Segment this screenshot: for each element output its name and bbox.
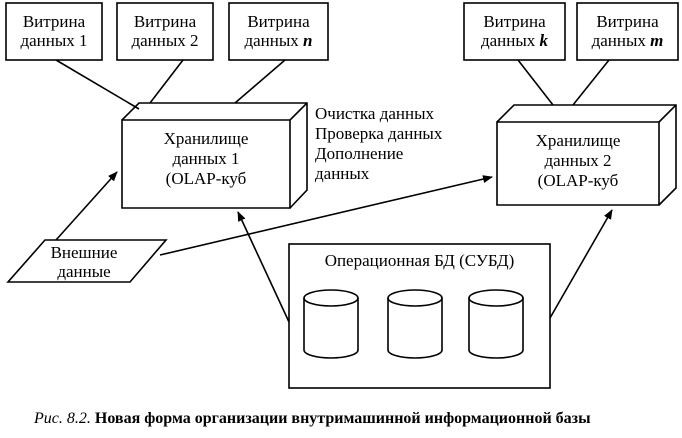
mart-box-n [228, 2, 329, 61]
mart-label-1: Витрина данных 1 [6, 12, 102, 50]
mart-box-2 [116, 2, 214, 61]
mart-label-n-line2: данных n [229, 31, 328, 50]
mart-label-k-line2: данных k [464, 31, 565, 50]
mart-label-2-line1: Витрина [133, 12, 197, 31]
warehouse-1-box [121, 102, 308, 209]
mart-label-k-var: k [539, 31, 549, 50]
mart-label-n: Витрина данных n [229, 12, 328, 50]
mart-label-m-line1: Витрина [596, 12, 659, 31]
mart-label-1-line1: Витрина [22, 12, 86, 31]
warehouse-2-line3: (OLAP-куб [537, 171, 619, 190]
mart-label-n-line1: Витрина [247, 12, 310, 31]
warehouse-1-line3: (OLAP-куб [165, 169, 247, 188]
figure-caption: Рис. 8.2. Новая форма организации внутри… [34, 410, 591, 428]
processing-line-3: Дополнение [315, 144, 404, 163]
warehouse-2-box [496, 104, 677, 206]
db-cylinder-1 [303, 289, 359, 359]
mart-label-2-var: 2 [190, 31, 199, 50]
mart-label-k: Витрина данных k [464, 12, 565, 50]
mart-box-m [576, 2, 679, 61]
warehouse-2-label: Хранилище данных 2 (OLAP-куб [497, 131, 659, 191]
arrow-opdb-to-wh2 [549, 209, 613, 319]
external-data-shape [6, 239, 168, 283]
figure-title: Новая форма организации внутримашинной и… [94, 410, 591, 427]
external-data-line2: данные [57, 262, 111, 281]
mart-label-1-var: 1 [79, 31, 88, 50]
mart-box-k [463, 2, 566, 61]
warehouse-1-label: Хранилище данных 1 (OLAP-куб [122, 129, 290, 189]
mart-box-1 [5, 2, 103, 61]
warehouse-1-line2: данных 1 [172, 149, 240, 168]
mart-label-1-line2: данных 1 [6, 31, 102, 50]
warehouse-2-line2: данных 2 [544, 151, 612, 170]
processing-line-4: данных [315, 164, 370, 183]
mart-label-2: Витрина данных 2 [117, 12, 213, 50]
figure-number: Рис. 8.2. [34, 410, 91, 427]
link-martm-wh2 [572, 59, 610, 106]
link-martn-wh1 [234, 59, 286, 104]
mart-label-m-prefix: данных [591, 31, 651, 50]
arrow-external-to-wh2 [159, 175, 493, 256]
mart-label-m: Витрина данных m [577, 12, 678, 50]
mart-label-m-line2: данных m [577, 31, 678, 50]
mart-label-2-prefix: данных [131, 31, 191, 50]
db-cylinder-3 [468, 289, 524, 359]
mart-label-k-line1: Витрина [483, 12, 546, 31]
external-data-label: Внешние данные [30, 243, 138, 281]
mart-label-m-var: m [650, 31, 664, 50]
link-martk-wh2 [517, 59, 554, 106]
processing-text: Очистка данных Проверка данных Дополнени… [315, 104, 442, 184]
operational-db-box [288, 243, 551, 389]
mart-label-n-prefix: данных [244, 31, 304, 50]
mart-label-n-var: n [303, 31, 313, 50]
arrow-external-to-wh1 [55, 171, 118, 241]
processing-line-1: Очистка данных [315, 104, 435, 123]
db-cylinder-2 [387, 289, 443, 359]
mart-label-k-prefix: данных [480, 31, 540, 50]
mart-label-1-prefix: данных [20, 31, 80, 50]
mart-label-2-line2: данных 2 [117, 31, 213, 50]
link-mart1-wh1 [55, 59, 140, 110]
link-mart2-wh1 [149, 59, 184, 104]
arrow-opdb-to-wh1 [237, 211, 290, 323]
operational-db-label: Операционная БД (СУБД) [324, 251, 515, 270]
warehouse-2-line1: Хранилище [535, 131, 621, 150]
warehouse-1-line1: Хранилище [163, 129, 249, 148]
external-data-line1: Внешние [50, 243, 118, 262]
processing-line-2: Проверка данных [315, 124, 443, 143]
